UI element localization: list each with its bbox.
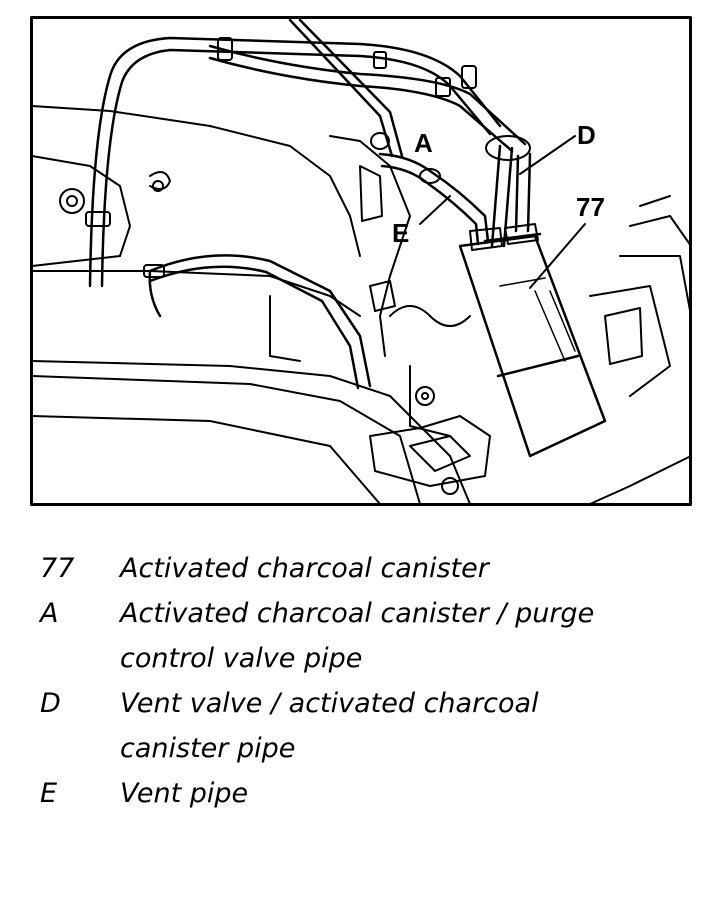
legend-key: 77 bbox=[40, 553, 75, 584]
legend-description-line: Activated charcoal canister / purge bbox=[120, 598, 595, 629]
body-panels bbox=[31, 105, 692, 505]
parts-legend: 77 Activated charcoal canister A Activat… bbox=[40, 546, 680, 816]
legend-item-a: A Activated charcoal canister / purge co… bbox=[40, 591, 680, 681]
legend-description-line: canister pipe bbox=[120, 733, 296, 764]
purge-valve bbox=[369, 415, 491, 495]
bolts bbox=[59, 180, 435, 406]
charcoal-canister bbox=[458, 223, 607, 458]
legend-description: Activated charcoal canister / purge cont… bbox=[120, 591, 680, 681]
legend-item-d: D Vent valve / activated charcoal canist… bbox=[40, 681, 680, 771]
legend-description-line: Vent valve / activated charcoal bbox=[120, 688, 539, 719]
callout-a: A bbox=[414, 128, 433, 158]
legend-key: D bbox=[40, 688, 61, 719]
illustration-svg: A D E 77 bbox=[30, 16, 692, 506]
callout-d: D bbox=[577, 120, 596, 150]
leader-e bbox=[419, 195, 451, 225]
figure-frame bbox=[30, 16, 692, 506]
engine-bay-illustration: A D E 77 bbox=[30, 16, 692, 506]
legend-key: E bbox=[40, 778, 58, 809]
legend-description-line: Activated charcoal canister bbox=[120, 553, 489, 584]
legend-description: Activated charcoal canister bbox=[120, 546, 680, 591]
legend-item-77: 77 Activated charcoal canister bbox=[40, 546, 680, 591]
callout-e: E bbox=[392, 218, 409, 248]
legend-key: A bbox=[40, 598, 59, 629]
legend-description-line: control valve pipe bbox=[120, 643, 363, 674]
legend-description: Vent valve / activated charcoal canister… bbox=[120, 681, 680, 771]
leader-d bbox=[519, 135, 576, 175]
hose-clamps bbox=[85, 37, 531, 278]
legend-description-line: Vent pipe bbox=[120, 778, 249, 809]
legend-item-e: E Vent pipe bbox=[40, 771, 680, 816]
callout-77: 77 bbox=[576, 192, 605, 222]
hoses bbox=[88, 18, 532, 390]
legend-description: Vent pipe bbox=[120, 771, 680, 816]
leader-lines bbox=[419, 135, 586, 289]
leader-77 bbox=[529, 223, 586, 289]
